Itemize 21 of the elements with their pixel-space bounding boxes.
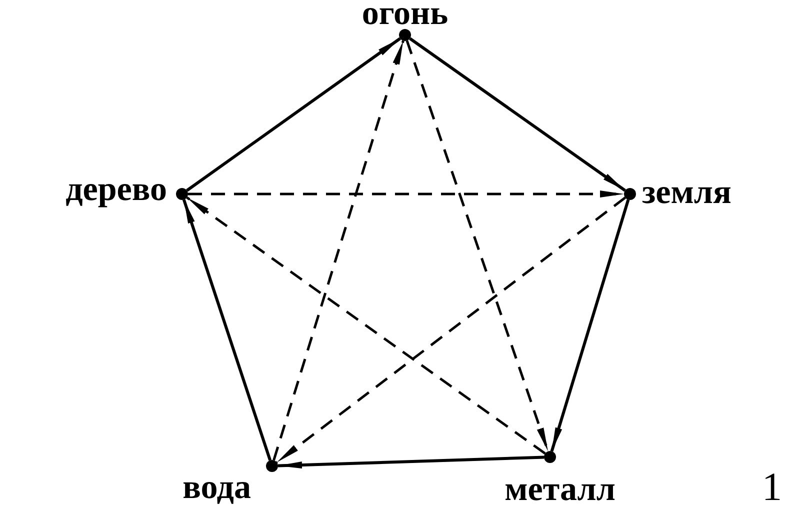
junction-dot	[399, 29, 411, 41]
element-label: огонь	[362, 0, 448, 31]
junction-dot	[544, 451, 556, 463]
junction-dot	[624, 188, 636, 200]
element-label: вода	[182, 471, 251, 505]
arrow	[186, 37, 401, 192]
element-label: дерево	[66, 173, 167, 207]
element-label: земля	[642, 176, 732, 210]
dashed-arrow	[406, 40, 550, 452]
arrow	[550, 199, 630, 452]
arrow	[182, 199, 272, 461]
dashed-arrow	[272, 40, 404, 461]
element-label: металл	[504, 473, 616, 507]
arrow	[409, 37, 626, 192]
dashed-arrow	[186, 196, 546, 455]
junction-dot	[176, 188, 188, 200]
dashed-arrow	[188, 190, 624, 198]
dashed-arrow	[276, 196, 626, 464]
figure-number: 1	[762, 470, 782, 504]
junction-dot	[266, 460, 278, 472]
arrow	[278, 456, 544, 469]
